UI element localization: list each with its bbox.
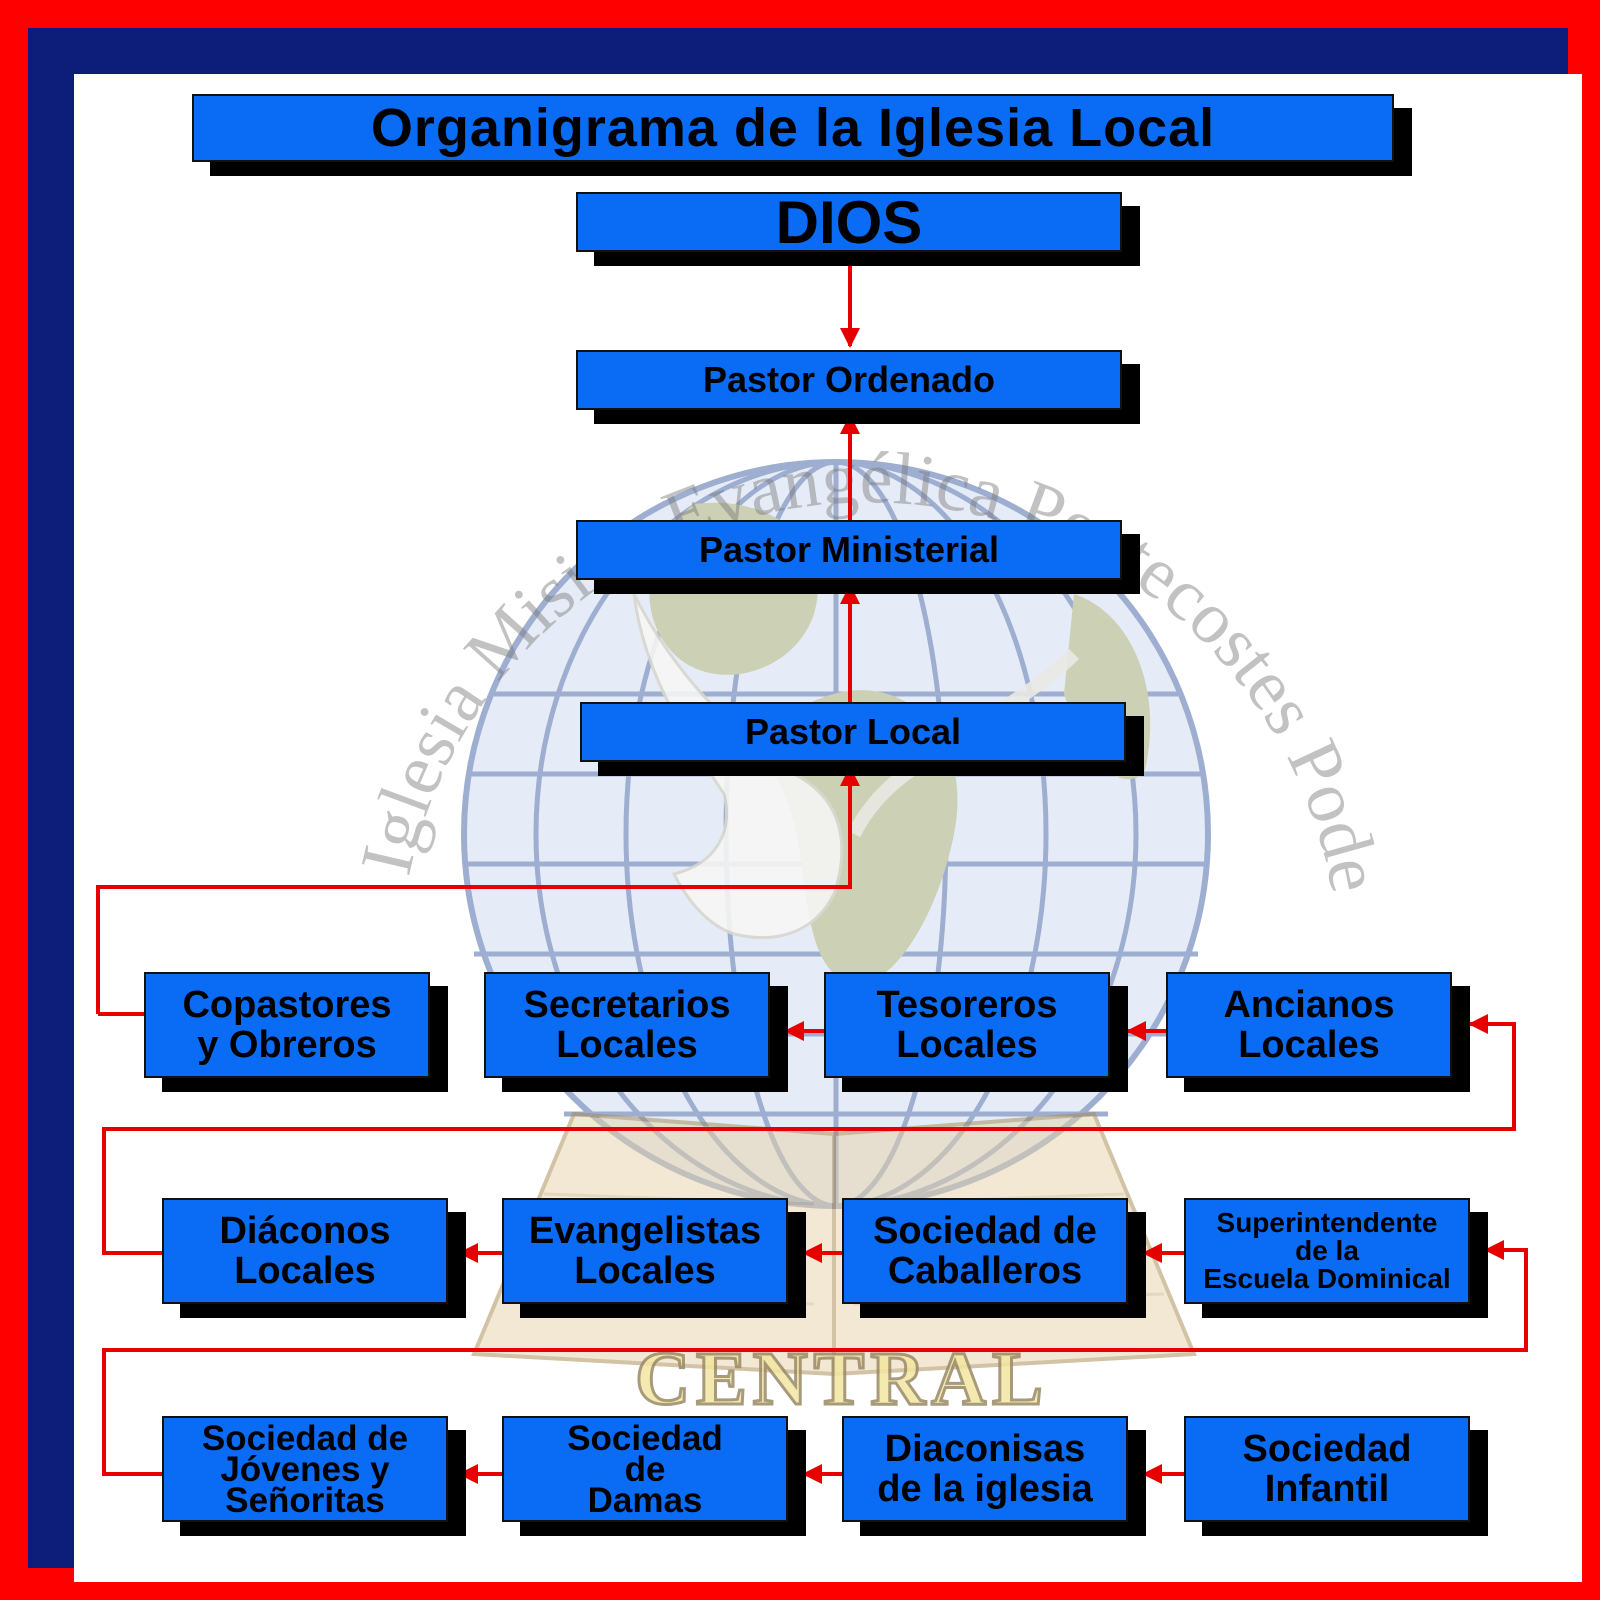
node-pastor-local-label: Pastor Local [744,711,962,752]
node-superintendente-escuela-dominical: Superintendente de la Escuela Dominical [1184,1198,1470,1304]
node-ancianos-locales: Ancianos Locales [1166,972,1452,1078]
node-copastores-obreros-label: Copastores y Obreros [182,984,392,1066]
node-diaconisas-label: Diaconisas de la iglesia [877,1428,1093,1510]
diagram-canvas: Iglesia Misión Evangélica Pentecostes Po… [74,74,1582,1582]
line-jovenes-to-superintendente [102,1240,1528,1476]
node-diaconos-locales-label: Diáconos Locales [219,1210,391,1292]
node-sociedad-damas-label: Sociedad de Damas [567,1418,723,1520]
node-sociedad-caballeros-label: Sociedad de Caballeros [873,1210,1097,1292]
node-pastor-ministerial-label: Pastor Ministerial [698,529,1000,570]
node-pastor-ordenado: Pastor Ordenado [576,350,1122,410]
node-tesoreros-locales-label: Tesoreros Locales [876,984,1058,1066]
node-secretarios-locales-label: Secretarios Locales [523,984,731,1066]
node-evangelistas-locales: Evangelistas Locales [502,1198,788,1304]
node-tesoreros-locales: Tesoreros Locales [824,972,1110,1078]
chart-title-text: Organigrama de la Iglesia Local [370,98,1216,158]
connector-lines [96,254,1528,1484]
node-sociedad-damas: Sociedad de Damas [502,1416,788,1522]
node-pastor-local: Pastor Local [580,702,1126,762]
node-sociedad-infantil-label: Sociedad Infantil [1242,1428,1412,1510]
node-superintendente-label: Superintendente de la Escuela Dominical [1203,1207,1451,1294]
node-dios-label: DIOS [775,188,923,256]
node-diaconisas-iglesia: Diaconisas de la iglesia [842,1416,1128,1522]
node-secretarios-locales: Secretarios Locales [484,972,770,1078]
node-sociedad-jovenes-senoritas: Sociedad de Jóvenes y Señoritas [162,1416,448,1522]
node-pastor-ministerial: Pastor Ministerial [576,520,1122,580]
node-sociedad-jovenes-label: Sociedad de Jóvenes y Señoritas [201,1418,409,1520]
chart-title: Organigrama de la Iglesia Local [192,94,1394,162]
node-sociedad-infantil: Sociedad Infantil [1184,1416,1470,1522]
node-ancianos-locales-label: Ancianos Locales [1223,984,1395,1066]
node-evangelistas-locales-label: Evangelistas Locales [528,1210,762,1292]
node-sociedad-caballeros: Sociedad de Caballeros [842,1198,1128,1304]
line-diaconos-to-ancianos [102,1014,1516,1255]
node-dios: DIOS [576,189,1122,256]
node-pastor-ordenado-label: Pastor Ordenado [702,359,996,400]
node-copastores-obreros: Copastores y Obreros [144,972,430,1078]
inner-navy-border: Iglesia Misión Evangélica Pentecostes Po… [28,28,1582,1582]
node-diaconos-locales: Diáconos Locales [162,1198,448,1304]
line-copastores-to-local [96,766,860,1014]
